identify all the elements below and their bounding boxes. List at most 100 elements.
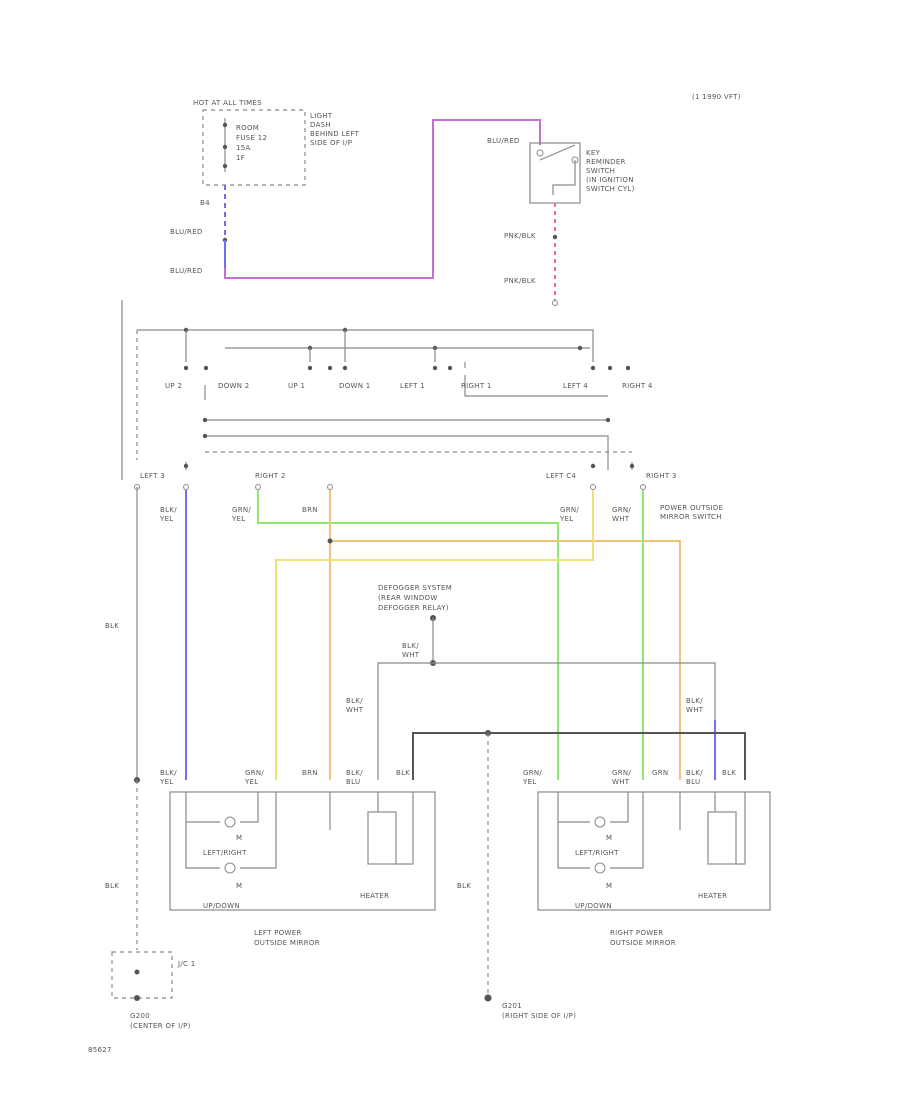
svg-text:YEL: YEL: [231, 515, 246, 523]
svg-text:YEL: YEL: [244, 778, 259, 786]
svg-text:GRN/: GRN/: [523, 769, 542, 777]
grn-yel-crossing: [275, 490, 594, 780]
svg-text:1F: 1F: [236, 154, 245, 162]
fuse-box-title: HOT AT ALL TIMES: [193, 99, 262, 107]
svg-text:REMINDER: REMINDER: [586, 158, 626, 166]
model-note: (1 1990 VFT): [692, 93, 741, 101]
svg-text:BLK: BLK: [105, 622, 119, 630]
svg-text:UP 2: UP 2: [165, 382, 182, 390]
svg-text:BLU: BLU: [346, 778, 360, 786]
svg-text:LEFT 4: LEFT 4: [563, 382, 588, 390]
svg-text:15A: 15A: [236, 144, 251, 152]
svg-text:POWER OUTSIDE: POWER OUTSIDE: [660, 504, 723, 512]
svg-text:WHT: WHT: [402, 651, 420, 659]
node: [222, 163, 228, 169]
svg-text:BLK/: BLK/: [402, 642, 419, 650]
svg-text:GRN/: GRN/: [612, 769, 631, 777]
svg-text:UP/DOWN: UP/DOWN: [203, 902, 240, 910]
svg-text:GRN/: GRN/: [245, 769, 264, 777]
svg-text:DEFOGGER SYSTEM: DEFOGGER SYSTEM: [378, 584, 452, 592]
svg-text:BLK/: BLK/: [160, 769, 177, 777]
svg-text:BLK/: BLK/: [346, 769, 363, 777]
blk-ground-bus: [412, 732, 746, 780]
svg-text:BEHIND LEFT: BEHIND LEFT: [310, 130, 360, 138]
svg-text:RIGHT 3: RIGHT 3: [646, 472, 677, 480]
svg-text:LEFT/RIGHT: LEFT/RIGHT: [203, 849, 247, 857]
svg-text:GRN/: GRN/: [612, 506, 631, 514]
svg-text:B4: B4: [200, 199, 210, 207]
svg-text:OUTSIDE MIRROR: OUTSIDE MIRROR: [610, 939, 676, 947]
svg-text:BLK: BLK: [722, 769, 736, 777]
svg-text:PNK/BLK: PNK/BLK: [504, 232, 536, 240]
node: [222, 144, 228, 150]
svg-text:DASH: DASH: [310, 121, 331, 129]
svg-text:YEL: YEL: [159, 515, 174, 523]
svg-text:LIGHT: LIGHT: [310, 112, 333, 120]
svg-text:BRN: BRN: [302, 769, 318, 777]
svg-text:UP/DOWN: UP/DOWN: [575, 902, 612, 910]
switch-top-bus: [137, 329, 594, 358]
svg-text:(RIGHT SIDE OF I/P): (RIGHT SIDE OF I/P): [502, 1012, 576, 1020]
svg-text:WHT: WHT: [686, 706, 704, 714]
svg-text:RIGHT POWER: RIGHT POWER: [610, 929, 663, 937]
svg-text:HEATER: HEATER: [698, 892, 727, 900]
svg-text:PNK/BLK: PNK/BLK: [504, 277, 536, 285]
svg-text:UP 1: UP 1: [288, 382, 305, 390]
svg-text:HEATER: HEATER: [360, 892, 389, 900]
svg-text:LEFT POWER: LEFT POWER: [254, 929, 302, 937]
right-heater-element: [707, 811, 737, 865]
svg-text:RIGHT 4: RIGHT 4: [622, 382, 653, 390]
svg-text:J/C 1: J/C 1: [177, 960, 196, 968]
svg-text:YEL: YEL: [522, 778, 537, 786]
svg-text:DOWN 2: DOWN 2: [218, 382, 250, 390]
svg-text:BLK/: BLK/: [160, 506, 177, 514]
svg-text:BRN: BRN: [302, 506, 318, 514]
svg-text:GRN: GRN: [652, 769, 668, 777]
left-mirror-box: [169, 791, 436, 911]
svg-text:WHT: WHT: [612, 778, 630, 786]
svg-text:OUTSIDE MIRROR: OUTSIDE MIRROR: [254, 939, 320, 947]
svg-text:BLU/RED: BLU/RED: [487, 137, 520, 145]
svg-text:BLK/: BLK/: [346, 697, 363, 705]
svg-text:LEFT/RIGHT: LEFT/RIGHT: [575, 849, 619, 857]
svg-text:DEFOGGER RELAY): DEFOGGER RELAY): [378, 604, 449, 612]
svg-text:BLU: BLU: [686, 778, 700, 786]
svg-text:GRN/: GRN/: [560, 506, 579, 514]
node: [222, 122, 228, 128]
svg-text:(CENTER OF I/P): (CENTER OF I/P): [130, 1022, 191, 1030]
diagram-code: 85627: [88, 1046, 112, 1054]
svg-text:M: M: [606, 882, 612, 890]
svg-text:BLK/: BLK/: [686, 697, 703, 705]
svg-text:LEFT 1: LEFT 1: [400, 382, 425, 390]
svg-text:GRN/: GRN/: [232, 506, 251, 514]
svg-text:LEFT C4: LEFT C4: [546, 472, 576, 480]
svg-text:G201: G201: [502, 1002, 522, 1010]
junction-box: [111, 951, 173, 999]
blu-red-purple-wire: [224, 119, 541, 279]
svg-text:FUSE 12: FUSE 12: [236, 134, 267, 142]
svg-text:BLU/RED: BLU/RED: [170, 228, 203, 236]
brn-cross-wire: [330, 540, 681, 780]
svg-text:(IN IGNITION: (IN IGNITION: [586, 176, 634, 184]
svg-text:MIRROR SWITCH: MIRROR SWITCH: [660, 513, 722, 521]
svg-text:RIGHT 2: RIGHT 2: [255, 472, 286, 480]
svg-text:SWITCH: SWITCH: [586, 167, 615, 175]
key-switch-blade: [539, 144, 576, 161]
svg-text:YEL: YEL: [559, 515, 574, 523]
svg-text:LEFT 3: LEFT 3: [140, 472, 165, 480]
svg-text:DOWN 1: DOWN 1: [339, 382, 371, 390]
svg-text:KEY: KEY: [586, 149, 601, 157]
svg-text:M: M: [236, 882, 242, 890]
svg-text:G200: G200: [130, 1012, 150, 1020]
fuse-box: [202, 109, 306, 186]
svg-text:RIGHT 1: RIGHT 1: [461, 382, 492, 390]
left-heater-element: [367, 811, 397, 865]
svg-text:BLK: BLK: [105, 882, 119, 890]
svg-text:BLK: BLK: [457, 882, 471, 890]
svg-text:ROOM: ROOM: [236, 124, 259, 132]
svg-text:YEL: YEL: [159, 778, 174, 786]
blk-wht-heater-feed: [377, 662, 716, 780]
svg-text:WHT: WHT: [612, 515, 630, 523]
